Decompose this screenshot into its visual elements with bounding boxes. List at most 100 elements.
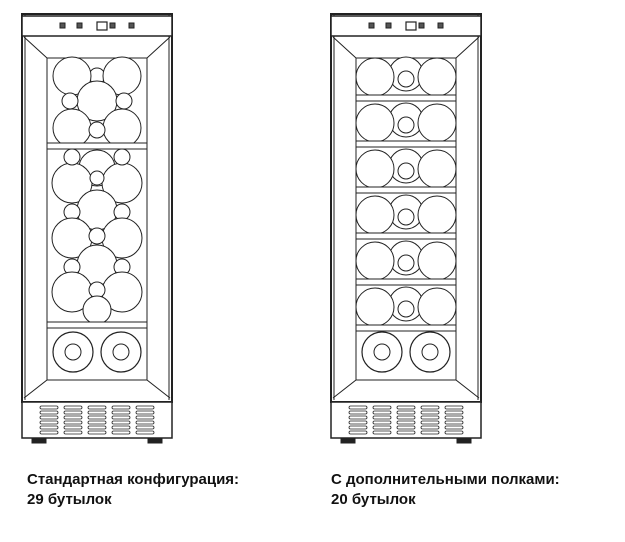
shelf bbox=[46, 142, 148, 150]
foot bbox=[340, 437, 356, 444]
vent-slot bbox=[396, 415, 416, 420]
vent-slot bbox=[420, 415, 440, 420]
vent-slot bbox=[87, 405, 107, 410]
shelf bbox=[355, 140, 457, 148]
vent-slot bbox=[39, 430, 59, 435]
bottle bbox=[102, 108, 142, 148]
vent-slot bbox=[396, 405, 416, 410]
bottle-neck bbox=[373, 343, 391, 361]
bottle bbox=[417, 57, 457, 97]
vent-slot bbox=[87, 415, 107, 420]
bottle bbox=[417, 241, 457, 281]
control-button-icon bbox=[59, 22, 66, 29]
vent-slot bbox=[372, 405, 392, 410]
bottle bbox=[355, 195, 395, 235]
bottle bbox=[397, 300, 415, 318]
vent-slot bbox=[39, 410, 59, 415]
vent-slot bbox=[111, 410, 131, 415]
shelf bbox=[355, 278, 457, 286]
vent-slot bbox=[87, 410, 107, 415]
bottle bbox=[397, 162, 415, 180]
standard-configuration-count: 29 бутылок bbox=[27, 491, 112, 508]
vent-slot bbox=[396, 425, 416, 430]
bottle bbox=[417, 195, 457, 235]
control-button-icon bbox=[109, 22, 116, 29]
vent-slot bbox=[348, 410, 368, 415]
vent-slot bbox=[111, 430, 131, 435]
bottle bbox=[355, 103, 395, 143]
foot bbox=[31, 437, 47, 444]
bottle bbox=[417, 287, 457, 327]
control-button-icon bbox=[76, 22, 83, 29]
vent-slot bbox=[444, 425, 464, 430]
bottle bbox=[397, 70, 415, 88]
vent-slot bbox=[372, 420, 392, 425]
bottle bbox=[61, 92, 79, 110]
vent-slot bbox=[63, 430, 83, 435]
vent-slot bbox=[348, 430, 368, 435]
shelf bbox=[355, 324, 457, 332]
bottle bbox=[82, 295, 112, 325]
vent-slot bbox=[372, 430, 392, 435]
bottle bbox=[52, 108, 92, 148]
vent-slot bbox=[444, 430, 464, 435]
foot bbox=[147, 437, 163, 444]
vent-slot bbox=[396, 430, 416, 435]
shelf bbox=[355, 186, 457, 194]
vent-slot bbox=[111, 425, 131, 430]
vent-slot bbox=[135, 430, 155, 435]
vent-slot bbox=[348, 405, 368, 410]
vent-slot bbox=[372, 410, 392, 415]
bottle bbox=[355, 241, 395, 281]
control-button-icon bbox=[385, 22, 392, 29]
vent-slot bbox=[396, 420, 416, 425]
vent-slot bbox=[444, 415, 464, 420]
bottle bbox=[397, 254, 415, 272]
display-icon bbox=[405, 21, 417, 31]
shelf bbox=[355, 232, 457, 240]
bottle-neck bbox=[421, 343, 439, 361]
bottle bbox=[397, 208, 415, 226]
standard-configuration-caption: Стандартная конфигурация: 29 бутылок bbox=[27, 470, 239, 510]
bottle bbox=[113, 148, 131, 166]
control-button-icon bbox=[128, 22, 135, 29]
vent-slot bbox=[135, 405, 155, 410]
bottle bbox=[115, 92, 133, 110]
vent-slot bbox=[372, 415, 392, 420]
bottle bbox=[417, 149, 457, 189]
control-button-icon bbox=[368, 22, 375, 29]
vent-slot bbox=[420, 420, 440, 425]
bottle bbox=[88, 227, 106, 245]
vent-slot bbox=[135, 420, 155, 425]
vent-slot bbox=[63, 425, 83, 430]
vent-slot bbox=[420, 405, 440, 410]
vent-slot bbox=[111, 405, 131, 410]
display-icon bbox=[96, 21, 108, 31]
vent-slot bbox=[111, 415, 131, 420]
control-button-icon bbox=[418, 22, 425, 29]
vent-slot bbox=[348, 425, 368, 430]
vent-slot bbox=[39, 425, 59, 430]
vent-slot bbox=[348, 420, 368, 425]
vent-slot bbox=[39, 415, 59, 420]
shelf bbox=[355, 94, 457, 102]
vent-slot bbox=[420, 410, 440, 415]
vent-slot bbox=[372, 425, 392, 430]
vent-slot bbox=[348, 415, 368, 420]
standard-configuration-title: Стандартная конфигурация: bbox=[27, 471, 240, 488]
bottle bbox=[63, 148, 81, 166]
vent-slot bbox=[111, 420, 131, 425]
extra-shelves-title: С дополнительными полками: bbox=[331, 471, 560, 488]
vent-slot bbox=[444, 420, 464, 425]
bottle bbox=[397, 116, 415, 134]
vent-slot bbox=[396, 410, 416, 415]
vent-slot bbox=[87, 425, 107, 430]
vent-slot bbox=[444, 405, 464, 410]
bottle bbox=[89, 170, 105, 186]
vent-slot bbox=[39, 420, 59, 425]
vent-slot bbox=[39, 405, 59, 410]
vent-slot bbox=[87, 430, 107, 435]
wine-cooler-standard bbox=[21, 13, 173, 444]
extra-shelves-count: 20 бутылок bbox=[331, 491, 416, 508]
